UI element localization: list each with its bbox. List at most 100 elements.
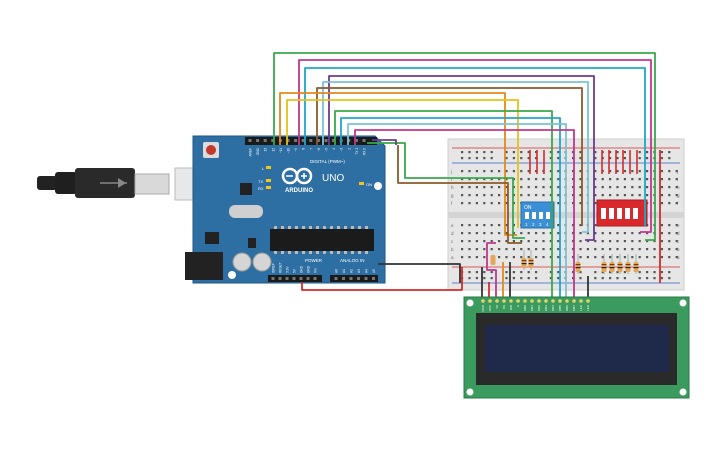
digital-pin-label: ~9	[294, 148, 298, 152]
arduino-model-label: UNO	[322, 173, 344, 184]
wire-purple-1[interactable]	[328, 75, 595, 241]
atmega-chip	[270, 229, 374, 251]
wire-red-1[interactable]	[301, 267, 463, 291]
power-pin[interactable]	[313, 277, 317, 280]
red-dip-toggle-1[interactable]	[601, 208, 606, 219]
lcd-pin[interactable]	[481, 299, 485, 303]
analog-pin-label: A3	[357, 269, 361, 273]
power-pin-label: GND	[300, 265, 304, 273]
wire-lightblue-2[interactable]	[347, 123, 567, 298]
wire-brown-2[interactable]	[397, 145, 522, 244]
l-led-label: L	[262, 166, 265, 171]
digital-pin[interactable]	[332, 139, 336, 142]
wire-cyan-2[interactable]	[340, 117, 561, 298]
arduino-brand-label: ARDUINO	[285, 188, 313, 194]
on-led-label: ON	[366, 182, 372, 187]
analog-pin[interactable]	[364, 277, 368, 280]
digital-pin[interactable]	[263, 139, 267, 142]
bb-row-letter: e	[677, 223, 680, 228]
wire-green-2[interactable]	[334, 110, 553, 298]
dip-toggle-3[interactable]	[539, 212, 543, 219]
digital-pin[interactable]	[362, 139, 366, 142]
dip-switch-red[interactable]	[596, 199, 648, 227]
analog-pin[interactable]	[349, 277, 353, 280]
digital-pin[interactable]	[354, 139, 358, 142]
power-pin[interactable]	[285, 277, 289, 280]
wire-purple-2[interactable]	[372, 139, 397, 145]
analog-header[interactable]	[330, 275, 378, 282]
digital-pin[interactable]	[324, 139, 328, 142]
analog-pin[interactable]	[334, 277, 338, 280]
power-pin[interactable]	[278, 277, 282, 280]
dip-toggle-2[interactable]	[532, 212, 536, 219]
lcd-pin[interactable]	[488, 299, 492, 303]
bb-row-letter: g	[451, 193, 454, 198]
power-pin[interactable]	[292, 277, 296, 280]
dip-switch-num-2: 2	[532, 222, 535, 227]
power-pin-label: Vin	[314, 268, 318, 273]
digital-pin[interactable]	[301, 139, 305, 142]
dip-switch-num-3: 3	[539, 222, 542, 227]
bb-row-letter: j	[676, 169, 678, 174]
lcd-pin[interactable]	[579, 299, 583, 303]
red-dip-toggle-3[interactable]	[617, 208, 622, 219]
wire-yellow-1[interactable]	[286, 99, 519, 228]
wire-green-1[interactable]	[273, 52, 656, 241]
wire-orange-1[interactable]	[279, 92, 517, 236]
bb-row-letter: a	[677, 255, 680, 260]
digital-pin[interactable]	[248, 139, 252, 142]
wire-brown-1[interactable]	[316, 87, 583, 226]
lcd-pin[interactable]	[544, 299, 548, 303]
dip-toggle-4[interactable]	[546, 212, 550, 219]
crystal-oscillator	[229, 205, 263, 218]
lcd-pin[interactable]	[495, 299, 499, 303]
digital-pin[interactable]	[286, 139, 290, 142]
wires	[273, 52, 661, 298]
red-dip-toggle-2[interactable]	[609, 208, 614, 219]
digital-pin[interactable]	[256, 139, 260, 142]
lcd-pin[interactable]	[537, 299, 541, 303]
wire-black-1[interactable]	[378, 263, 461, 283]
dip-switch-blue[interactable]: ON 1 2 3 4	[520, 201, 555, 229]
analog-pin-label: A1	[342, 269, 346, 273]
wire-magenta-1[interactable]	[298, 59, 652, 233]
analog-pin[interactable]	[372, 277, 375, 280]
wire-lightblue-1[interactable]	[322, 81, 589, 233]
power-pin[interactable]	[306, 277, 310, 280]
wire-green-3[interactable]	[367, 142, 525, 239]
dip-toggle-1[interactable]	[525, 212, 529, 219]
digital-pin[interactable]	[271, 139, 275, 142]
digital-pin[interactable]	[316, 139, 320, 142]
lcd-pin[interactable]	[586, 299, 590, 303]
arduino-logo-icon	[281, 167, 313, 185]
lcd-pin[interactable]	[523, 299, 527, 303]
lcd-pin[interactable]	[572, 299, 576, 303]
power-pin-label: 3.3V	[286, 266, 290, 273]
digital-pin[interactable]	[309, 139, 313, 142]
red-dip-toggle-4[interactable]	[625, 208, 630, 219]
wire-cyan-1[interactable]	[304, 67, 646, 226]
lcd-pin-label: RW	[509, 305, 513, 310]
arduino-uno-board[interactable]: ARDUINO UNO DIGITAL (PWM~) POWER ANALOG …	[185, 135, 386, 284]
analog-pin[interactable]	[357, 277, 360, 280]
analog-pin[interactable]	[342, 277, 345, 280]
resistor[interactable]	[490, 255, 496, 265]
lcd-pin[interactable]	[530, 299, 534, 303]
lcd-pin[interactable]	[516, 299, 520, 303]
capacitor-2	[252, 252, 272, 272]
wire-magenta-3[interactable]	[486, 242, 497, 298]
red-dip-toggle-5[interactable]	[633, 208, 638, 219]
power-pin[interactable]	[299, 277, 303, 280]
power-pin[interactable]	[271, 277, 275, 280]
lcd-pin[interactable]	[565, 299, 569, 303]
lcd-pin[interactable]	[509, 299, 513, 303]
usb-cable-end	[37, 176, 57, 190]
wire-magenta-2[interactable]	[354, 129, 575, 298]
digital-pin[interactable]	[294, 139, 298, 142]
lcd-pin[interactable]	[558, 299, 562, 303]
lcd-pin[interactable]	[551, 299, 555, 303]
lcd-pin[interactable]	[502, 299, 506, 303]
